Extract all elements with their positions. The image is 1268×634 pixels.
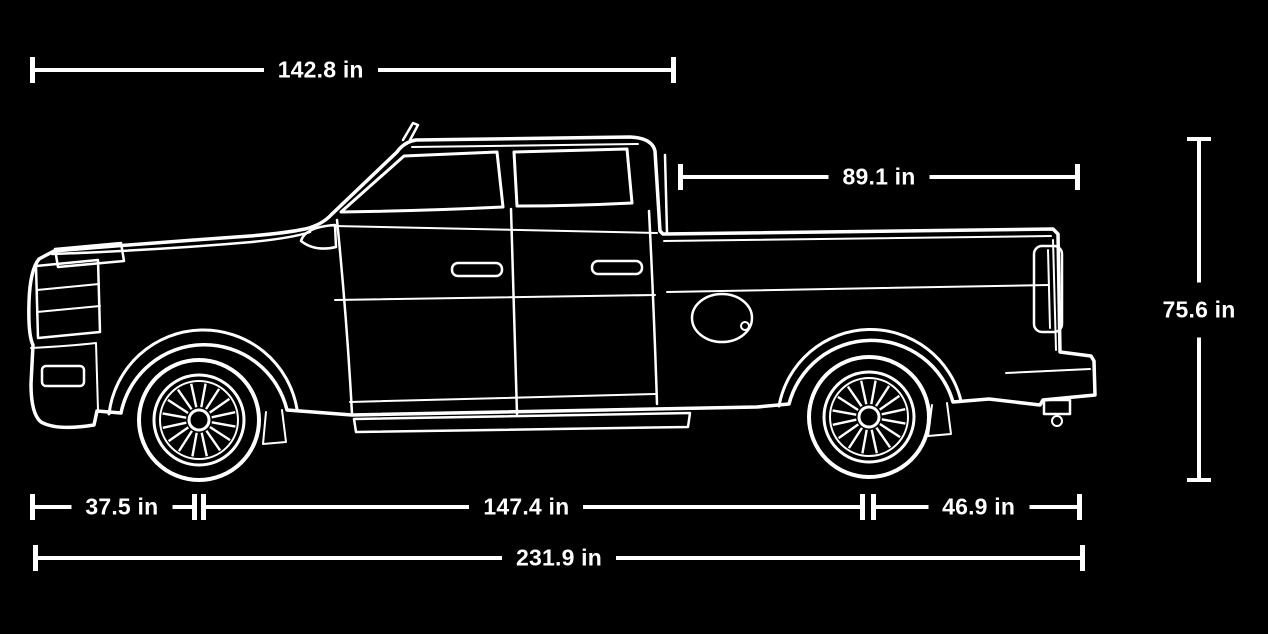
dimension-tick — [671, 57, 676, 83]
fuel-cap-dot — [740, 321, 750, 331]
tailgate-inner — [1052, 239, 1057, 351]
cab-rear-seam — [647, 209, 659, 406]
front-window — [339, 150, 505, 214]
truck-body-outline — [27, 135, 1097, 430]
dimension-tick — [1075, 164, 1080, 190]
front-mud-flap — [262, 409, 287, 445]
front-fender-flare — [107, 328, 299, 416]
dimension-wheelbase: 147.4 in — [201, 493, 865, 521]
dimension-front-overhang: 37.5 in — [30, 493, 197, 521]
front-door-seam — [335, 218, 354, 416]
running-board — [352, 411, 692, 434]
fuel-door — [690, 292, 754, 344]
door-bottom-line — [349, 393, 656, 403]
door-split-seam — [509, 207, 519, 416]
roof-drip-rail — [411, 143, 639, 148]
beltline — [333, 225, 658, 234]
antenna — [401, 121, 420, 142]
dimension-value: 231.9 in — [502, 544, 616, 572]
tail-lamp — [1032, 244, 1064, 334]
bumper-corner-line — [30, 342, 99, 411]
hitch-ball — [1051, 415, 1063, 427]
front-door-handle — [450, 261, 504, 278]
dimension-overall-length: 231.9 in — [33, 544, 1085, 572]
rear-bumper-step — [1005, 368, 1091, 374]
dimension-value: 75.6 in — [1162, 282, 1236, 337]
rear-door-handle — [590, 259, 644, 276]
bed-crease — [666, 284, 1049, 293]
rear-window — [512, 147, 634, 208]
headlight — [53, 241, 126, 269]
dimension-front-section: 142.8 in — [30, 56, 676, 84]
front-wheel — [137, 358, 261, 482]
dimension-rear-overhang: 46.9 in — [871, 493, 1082, 521]
cab-bed-gap — [663, 153, 669, 235]
dimension-height: 75.6 in — [1162, 137, 1236, 482]
dimension-tick — [1077, 494, 1082, 520]
dimension-value: 89.1 in — [828, 163, 930, 191]
grille-slat-1 — [36, 283, 100, 291]
fog-lamp — [40, 364, 86, 388]
dimension-value: 142.8 in — [263, 56, 378, 84]
bed-rail-inner — [663, 235, 1052, 242]
hood-line — [50, 230, 312, 256]
dimension-bed: 89.1 in — [678, 163, 1080, 191]
side-mirror — [299, 223, 338, 250]
dimension-value: 147.4 in — [469, 493, 584, 521]
dimension-tick — [1187, 478, 1211, 482]
hitch-receiver — [1042, 398, 1072, 416]
dimension-tick — [1080, 545, 1085, 571]
dimension-value: 46.9 in — [928, 493, 1030, 521]
dimension-value: 37.5 in — [71, 493, 173, 521]
tail-lamp-detail — [1047, 249, 1051, 329]
rear-fender-flare — [777, 328, 963, 408]
body-crease — [334, 294, 656, 301]
front-wheel-spokes — [162, 383, 236, 457]
dimension-tick — [192, 494, 197, 520]
rear-wheel-spokes — [832, 380, 906, 454]
rear-mud-flap — [927, 402, 952, 437]
grille-slat-2 — [36, 305, 101, 313]
rear-wheel — [807, 355, 931, 479]
grille — [34, 258, 102, 340]
dimension-tick — [860, 494, 865, 520]
